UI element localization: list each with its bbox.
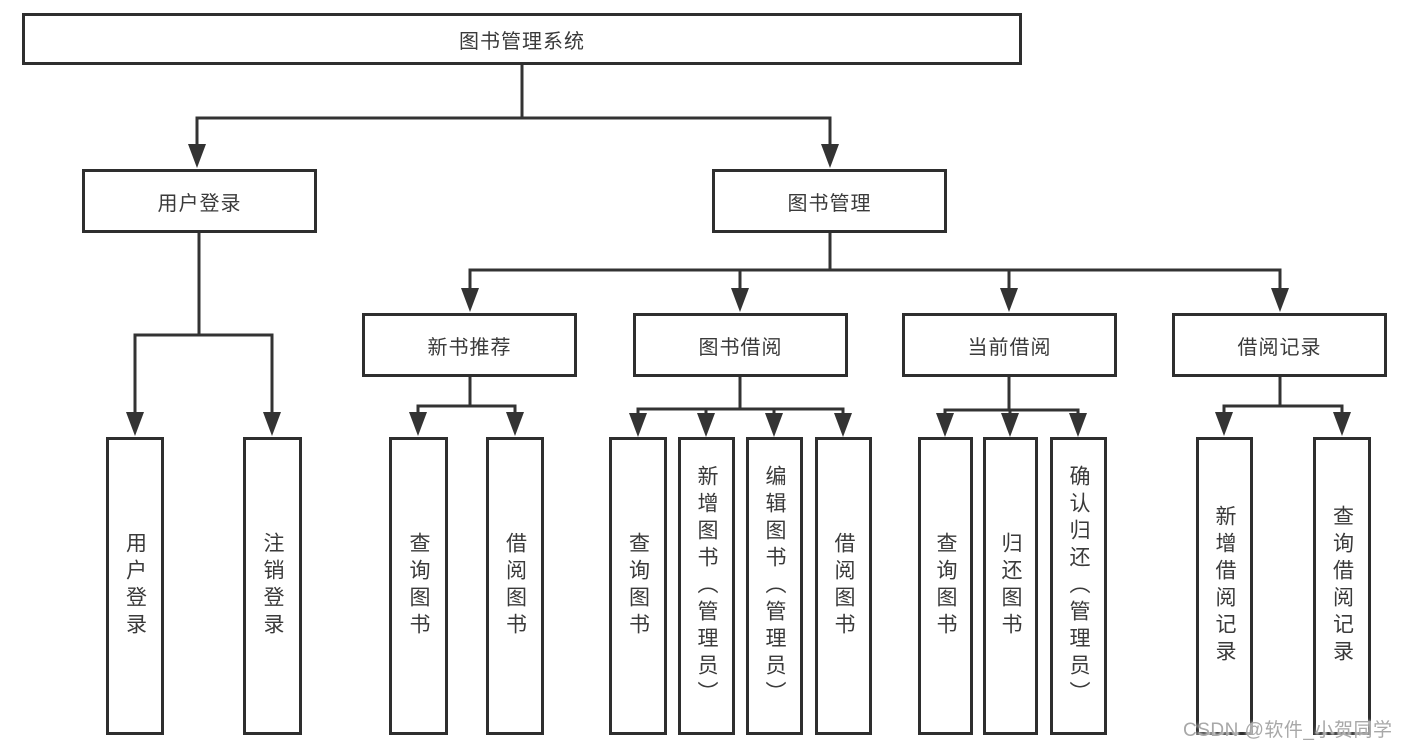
connector-bookborrow-branch (636, 407, 845, 414)
arrowhead-cu-query (936, 413, 954, 437)
node-borrowing-records: 借阅记录 (1172, 313, 1387, 377)
connector-newbook-branch (416, 404, 517, 413)
arrowhead-login (126, 412, 144, 436)
arrowhead-rc-add (1215, 412, 1233, 436)
connector-bookmgmt-branch (468, 268, 1282, 290)
arrowhead-bb-borrow (834, 413, 852, 437)
node-leaf-bb-edit-books-admin: 编辑图书（管理员） (746, 437, 803, 735)
arrowhead-user-login (188, 144, 206, 168)
connector-records-branch (1222, 404, 1344, 413)
node-leaf-nb-query-books: 查询图书 (389, 437, 448, 735)
arrowhead-cu-confirm (1069, 413, 1087, 437)
arrowhead-records (1271, 288, 1289, 312)
arrowhead-bb-add (697, 413, 715, 437)
arrowhead-cu-return (1001, 413, 1019, 437)
arrowhead-logout (263, 412, 281, 436)
node-leaf-cu-return-books: 归还图书 (983, 437, 1038, 735)
arrowhead-rc-query (1333, 412, 1351, 436)
node-user-login: 用户登录 (82, 169, 317, 233)
arrowhead-newbook (461, 288, 479, 312)
csdn-watermark: CSDN @软件_小贺同学 (1183, 720, 1393, 741)
node-book-management: 图书管理 (712, 169, 947, 233)
node-leaf-bb-add-books-admin: 新增图书（管理员） (678, 437, 735, 735)
node-leaf-nb-borrow-books: 借阅图书 (486, 437, 544, 735)
node-leaf-bb-query-books: 查询图书 (609, 437, 667, 735)
node-leaf-rc-query-record: 查询借阅记录 (1313, 437, 1371, 735)
node-library-management-system: 图书管理系统 (22, 13, 1022, 65)
arrowhead-bb-query (629, 413, 647, 437)
node-leaf-rc-add-record: 新增借阅记录 (1196, 437, 1253, 735)
arrowhead-nb-query (409, 412, 427, 436)
arrowhead-book-management (821, 144, 839, 168)
node-leaf-user-login: 用户登录 (106, 437, 164, 735)
arrowhead-bb-edit (765, 413, 783, 437)
node-current-borrowing: 当前借阅 (902, 313, 1117, 377)
arrowhead-nb-borrow (506, 412, 524, 436)
node-leaf-cu-confirm-return-admin: 确认归还（管理员） (1050, 437, 1107, 735)
arrowhead-current (1000, 288, 1018, 312)
node-leaf-logout: 注销登录 (243, 437, 302, 735)
connector-root-branch (195, 116, 832, 146)
connector-userlogin-branch (133, 333, 274, 413)
arrowhead-bookborrow (731, 288, 749, 312)
node-leaf-bb-borrow-books: 借阅图书 (815, 437, 872, 735)
node-book-borrowing: 图书借阅 (633, 313, 848, 377)
node-leaf-cu-query-books: 查询图书 (918, 437, 973, 735)
node-new-book-recommend: 新书推荐 (362, 313, 577, 377)
